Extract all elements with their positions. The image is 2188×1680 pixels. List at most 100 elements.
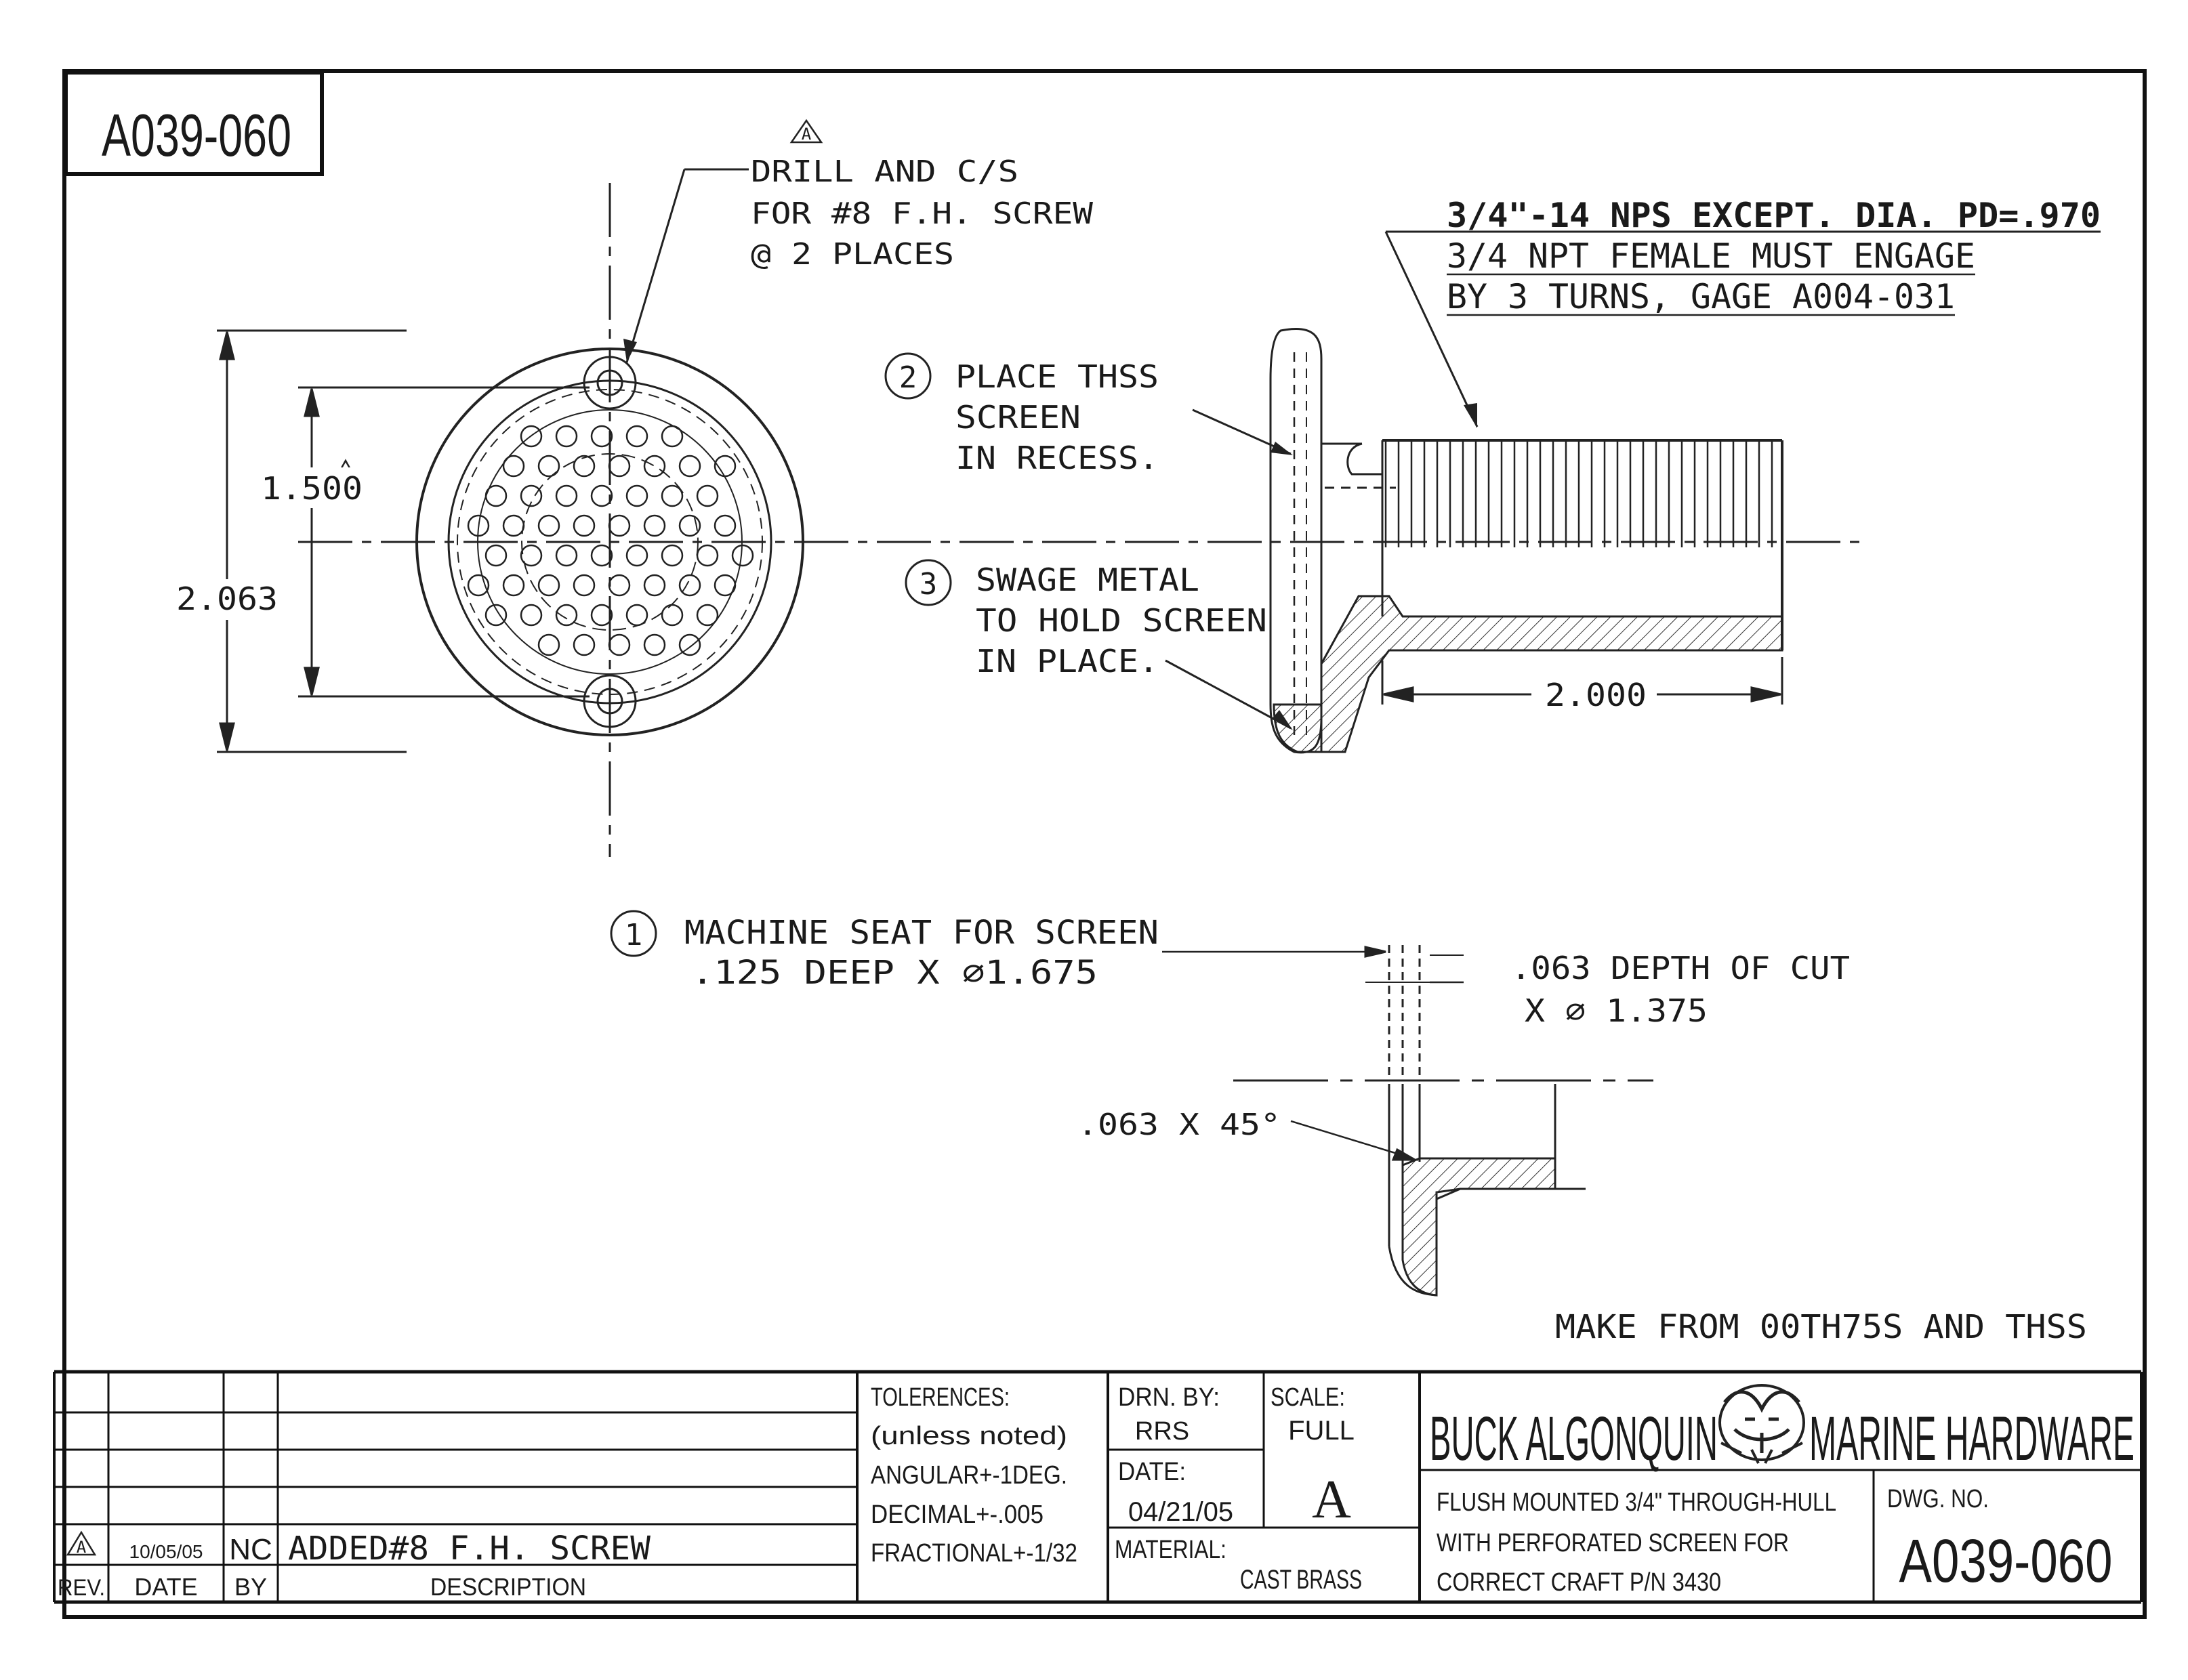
make-from-note: MAKE FROM 00TH75S AND THSS	[1555, 1308, 2087, 1346]
screw-hole-bottom	[583, 674, 637, 728]
perforation-hole	[678, 633, 701, 656]
svg-text:MATERIAL:: MATERIAL:	[1115, 1536, 1226, 1564]
perforation-hole	[520, 425, 543, 448]
length-dimension	[1381, 657, 1783, 705]
company-name-right: MARINE HARDWARE	[1809, 1404, 2134, 1473]
svg-text:X ∅ 1.375: X ∅ 1.375	[1525, 992, 1708, 1029]
svg-text:RRS: RRS	[1135, 1417, 1189, 1446]
perforation-hole	[537, 455, 560, 478]
svg-text:1: 1	[625, 918, 643, 952]
perforation-hole	[590, 544, 613, 567]
perforation-hole	[608, 574, 631, 597]
svg-text:NC: NC	[229, 1533, 272, 1566]
drawing-border	[62, 69, 2147, 1619]
perforation-hole	[608, 455, 631, 478]
svg-text:04/21/05: 04/21/05	[1128, 1497, 1233, 1527]
perforation-hole	[714, 514, 737, 537]
perforation-hole	[608, 514, 631, 537]
perforation-hole	[714, 574, 737, 597]
perforation-hole	[555, 484, 578, 507]
thread-note: 3/4"-14 NPS EXCEPT. DIA. PD=.970 3/4 NPT…	[1384, 196, 2101, 428]
perforation-hole	[678, 455, 701, 478]
company-block: BUCK ALGONQUIN MARINE HARDWARE FLUSH MOU…	[1430, 1384, 2134, 1597]
svg-text:FLUSH MOUNTED 3/4" THROUGH-HUL: FLUSH MOUNTED 3/4" THROUGH-HULL	[1437, 1488, 1836, 1517]
drill-note: A DRILL AND C/S FOR #8 F.H. SCREW @ 2 PL…	[623, 119, 1094, 363]
tolerances: TOLERENCES: (unless noted) ANGULAR+-1DEG…	[871, 1383, 1077, 1568]
perforation-hole	[520, 544, 543, 567]
perforation-hole	[484, 544, 508, 567]
perforation-hole	[714, 455, 737, 478]
perforation-pattern	[467, 425, 754, 656]
perforation-hole	[520, 484, 543, 507]
side-view	[1269, 327, 1783, 754]
svg-text:SWAGE METAL: SWAGE METAL	[976, 562, 1199, 598]
svg-text:MACHINE SEAT FOR SCREEN: MACHINE SEAT FOR SCREEN	[684, 914, 1159, 952]
svg-text:10/05/05: 10/05/05	[129, 1541, 203, 1562]
svg-text:TO HOLD SCREEN: TO HOLD SCREEN	[976, 602, 1267, 639]
svg-text:DRILL AND C/S: DRILL AND C/S	[751, 154, 1018, 189]
svg-text:FRACTIONAL+-1/32: FRACTIONAL+-1/32	[871, 1539, 1077, 1568]
front-view	[298, 183, 1863, 857]
revision-row: A 10/05/05 NC ADDED#8 F.H. SCREW REV. DA…	[58, 1530, 651, 1601]
svg-text:(unless noted): (unless noted)	[871, 1422, 1067, 1450]
perforation-hole	[502, 455, 525, 478]
perforation-hole	[573, 455, 596, 478]
svg-text:BY 3 TURNS, GAGE A004-031: BY 3 TURNS, GAGE A004-031	[1447, 277, 1955, 316]
step1-note: 1 MACHINE SEAT FOR SCREEN .125 DEEP X ∅1…	[610, 910, 1850, 1142]
perforation-hole	[678, 514, 701, 537]
perforation-hole	[467, 514, 490, 537]
perforation-hole	[573, 574, 596, 597]
dim-hole-spacing: 1.500	[261, 470, 363, 507]
perforation-hole	[643, 514, 666, 537]
title-box-text: A039-060	[102, 102, 291, 169]
perforation-hole	[608, 633, 631, 656]
title-box: A039-060	[64, 70, 324, 176]
perforation-hole	[696, 604, 719, 627]
svg-text:REV.: REV.	[58, 1575, 105, 1601]
svg-text:DWG. NO.: DWG. NO.	[1887, 1485, 1989, 1513]
title-block	[53, 1370, 2143, 1604]
svg-text:3/4"-14 NPS EXCEPT. DIA. PD=.9: 3/4"-14 NPS EXCEPT. DIA. PD=.970	[1447, 196, 2101, 235]
svg-text:.063 X 45°: .063 X 45°	[1077, 1108, 1281, 1142]
svg-text:DATE: DATE	[134, 1573, 197, 1601]
perforation-hole	[555, 604, 578, 627]
screw-hole-top	[583, 356, 637, 410]
svg-text:A: A	[802, 125, 812, 144]
perforation-hole	[537, 574, 560, 597]
svg-text:DATE:: DATE:	[1118, 1458, 1186, 1486]
dim-length: 2.000	[1545, 677, 1647, 713]
perforation-hole	[537, 514, 560, 537]
perforation-hole	[502, 514, 525, 537]
perforation-hole	[467, 574, 490, 597]
svg-text:A: A	[1312, 1470, 1351, 1530]
perforation-hole	[643, 633, 666, 656]
svg-text:@ 2 PLACES: @ 2 PLACES	[751, 237, 954, 272]
svg-text:TOLERENCES:: TOLERENCES:	[871, 1383, 1010, 1412]
perforation-hole	[590, 484, 613, 507]
svg-text:ANGULAR+-1DEG.: ANGULAR+-1DEG.	[871, 1461, 1067, 1490]
perforation-hole	[625, 484, 648, 507]
perforation-hole	[678, 574, 701, 597]
svg-text:CAST BRASS: CAST BRASS	[1240, 1565, 1362, 1595]
perforation-hole	[661, 604, 684, 627]
company-logo	[1718, 1384, 1805, 1464]
svg-text:IN PLACE.: IN PLACE.	[976, 643, 1159, 679]
svg-text:DRN. BY:: DRN. BY:	[1118, 1383, 1220, 1412]
dwg-number: A039-060	[1899, 1528, 2113, 1595]
svg-text:IN RECESS.: IN RECESS.	[955, 440, 1159, 476]
perforation-hole	[643, 455, 666, 478]
perforation-hole	[625, 425, 648, 448]
perforation-hole	[696, 544, 719, 567]
svg-text:CORRECT CRAFT P/N 3430: CORRECT CRAFT P/N 3430	[1437, 1568, 1721, 1597]
perforation-hole	[661, 544, 684, 567]
svg-text:3: 3	[920, 567, 938, 602]
svg-text:2: 2	[899, 360, 917, 395]
perforation-hole	[555, 425, 578, 448]
perforation-hole	[484, 484, 508, 507]
svg-text:ADDED#8 F.H. SCREW: ADDED#8 F.H. SCREW	[288, 1530, 651, 1568]
svg-text:WITH PERFORATED SCREEN FOR: WITH PERFORATED SCREEN FOR	[1437, 1529, 1789, 1557]
svg-text:DESCRIPTION: DESCRIPTION	[430, 1573, 586, 1601]
perforation-hole	[520, 604, 543, 627]
svg-text:A: A	[77, 1538, 87, 1557]
